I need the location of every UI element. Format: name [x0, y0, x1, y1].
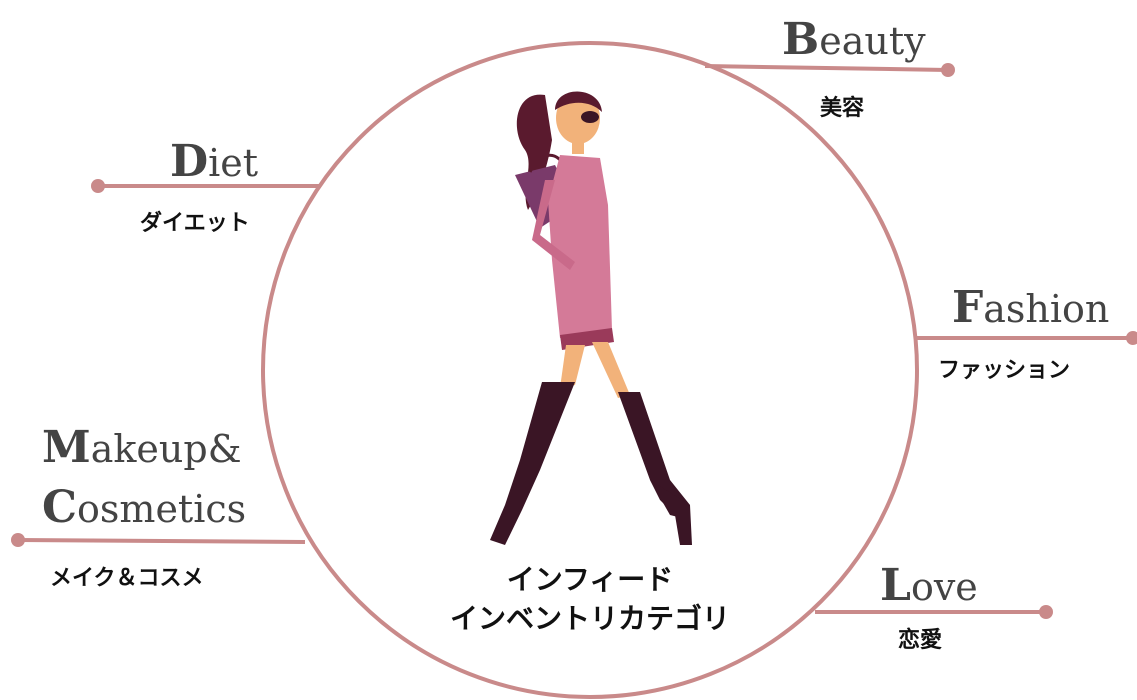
label-beauty-jp: 美容: [820, 96, 865, 121]
label-love: Love: [880, 564, 978, 608]
center-title-line1: インフィード: [506, 563, 674, 596]
main-circle: [261, 41, 919, 699]
label-fashion-jp: ファッション: [938, 358, 1071, 383]
label-love-rest: ove: [910, 565, 978, 609]
center-title-line2: インベントリカテゴリ: [449, 602, 730, 636]
label-cosmetics-rest: osmetics: [77, 487, 247, 531]
label-cosmetics: Cosmetics: [42, 486, 246, 530]
label-makeup-rest: akeup&: [90, 427, 242, 471]
label-cosmetics-cap: C: [42, 482, 78, 533]
label-love-cap: L: [880, 560, 911, 611]
label-beauty: Beauty: [782, 18, 926, 62]
label-beauty-cap: B: [782, 14, 820, 65]
connector-makeup: [11, 533, 306, 547]
label-fashion: Fashion: [952, 286, 1109, 330]
label-diet-rest: iet: [208, 141, 259, 185]
label-love-jp: 恋愛: [898, 628, 943, 653]
label-diet: Diet: [170, 140, 258, 184]
woman-illustration: [490, 91, 692, 545]
label-beauty-rest: eauty: [819, 19, 926, 63]
connector-diet: [91, 179, 320, 193]
label-makeup: Makeup&: [42, 426, 242, 470]
connector-beauty: [704, 63, 955, 77]
label-makeup-jp: メイク＆コスメ: [50, 566, 204, 591]
label-fashion-rest: ashion: [983, 287, 1110, 331]
connector-fashion: [916, 331, 1137, 345]
label-diet-jp: ダイエット: [140, 211, 250, 236]
center-title: インフィード インベントリカテゴリ: [390, 560, 790, 638]
label-diet-cap: D: [170, 136, 209, 187]
connector-love: [815, 605, 1053, 619]
label-fashion-cap: F: [952, 282, 984, 333]
label-makeup-cap: M: [42, 422, 91, 473]
